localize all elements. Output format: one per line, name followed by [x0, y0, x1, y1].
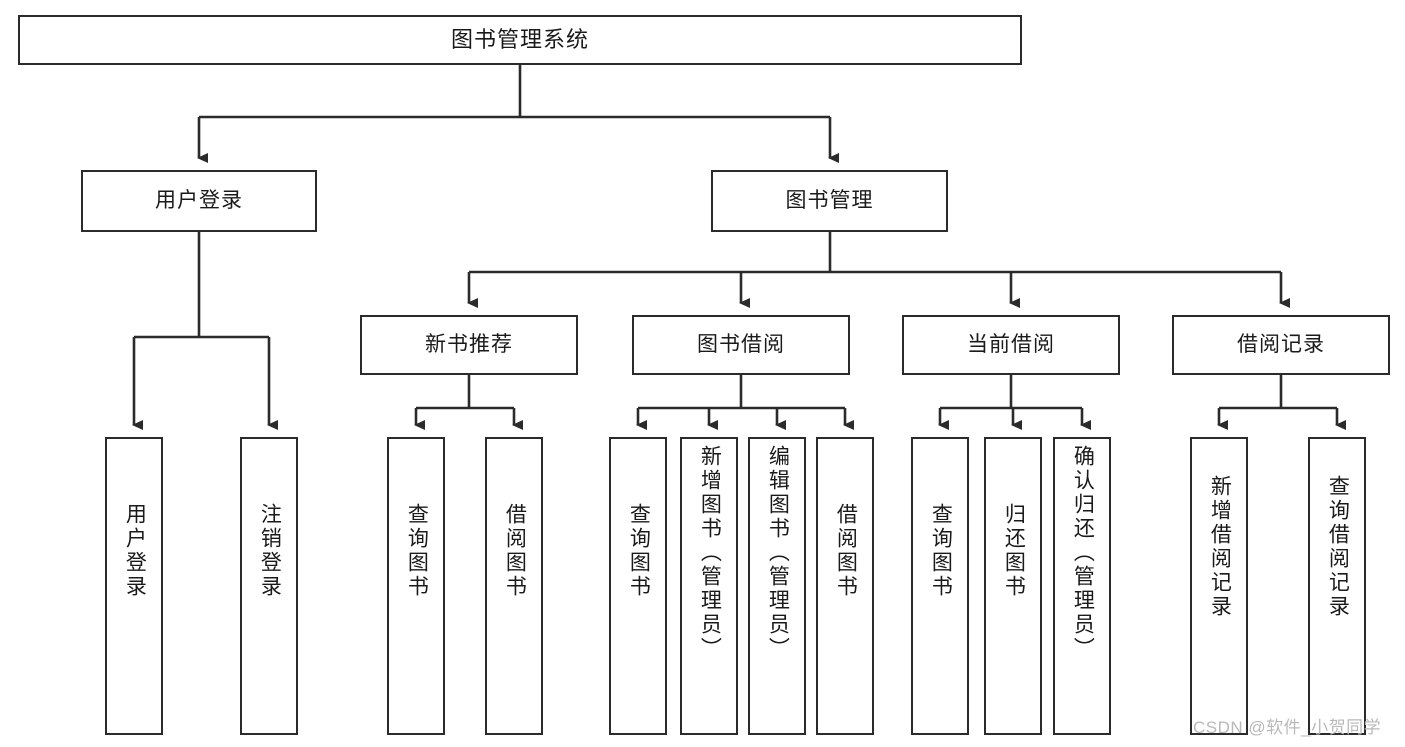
node-leaf-cb-confirm-label: 确认归还（管理员） — [1071, 445, 1095, 661]
node-leaf-rec-query[interactable]: 查询图书 — [387, 437, 445, 735]
node-leaf-user-login-label: 用户登录 — [123, 503, 147, 599]
node-current-borrow-label: 当前借阅 — [967, 333, 1055, 357]
node-leaf-bb-add-label: 新增图书（管理员） — [698, 445, 722, 661]
node-current-borrow[interactable]: 当前借阅 — [902, 315, 1120, 375]
node-leaf-cb-query[interactable]: 查询图书 — [911, 437, 969, 735]
node-leaf-user-logout-label: 注销登录 — [258, 503, 282, 599]
node-leaf-bb-borrow[interactable]: 借阅图书 — [816, 437, 874, 735]
node-borrow-record-label: 借阅记录 — [1237, 333, 1325, 357]
node-leaf-rec-borrow-label: 借阅图书 — [503, 503, 527, 599]
node-leaf-cb-query-label: 查询图书 — [929, 503, 953, 599]
node-root[interactable]: 图书管理系统 — [18, 15, 1022, 65]
node-root-label: 图书管理系统 — [450, 26, 589, 52]
node-leaf-bb-add[interactable]: 新增图书（管理员） — [680, 437, 738, 735]
node-leaf-rec-query-label: 查询图书 — [405, 503, 429, 599]
node-book-manage-label: 图书管理 — [785, 189, 874, 213]
node-leaf-bb-edit[interactable]: 编辑图书（管理员） — [748, 437, 806, 735]
node-new-book-rec-label: 新书推荐 — [425, 333, 513, 357]
node-leaf-br-add-label: 新增借阅记录 — [1208, 475, 1232, 619]
node-leaf-bb-borrow-label: 借阅图书 — [834, 503, 858, 599]
node-user-login-label: 用户登录 — [155, 189, 243, 213]
node-borrow-record[interactable]: 借阅记录 — [1172, 315, 1390, 375]
node-new-book-rec[interactable]: 新书推荐 — [360, 315, 578, 375]
node-leaf-rec-borrow[interactable]: 借阅图书 — [485, 437, 543, 735]
node-leaf-br-add[interactable]: 新增借阅记录 — [1190, 437, 1248, 735]
csdn-watermark: CSDN @软件_小贺同学 — [1193, 718, 1382, 737]
node-user-login[interactable]: 用户登录 — [81, 170, 317, 232]
node-book-manage[interactable]: 图书管理 — [711, 170, 948, 232]
node-leaf-user-logout[interactable]: 注销登录 — [240, 437, 298, 735]
node-leaf-bb-edit-label: 编辑图书（管理员） — [766, 445, 790, 661]
node-leaf-br-query-label: 查询借阅记录 — [1326, 475, 1350, 619]
node-leaf-user-login[interactable]: 用户登录 — [105, 437, 163, 735]
node-leaf-bb-query[interactable]: 查询图书 — [609, 437, 667, 735]
node-leaf-cb-confirm[interactable]: 确认归还（管理员） — [1053, 437, 1111, 735]
node-leaf-cb-return-label: 归还图书 — [1002, 503, 1026, 599]
node-leaf-bb-query-label: 查询图书 — [627, 503, 651, 599]
node-leaf-cb-return[interactable]: 归还图书 — [984, 437, 1042, 735]
node-book-borrow-label: 图书借阅 — [697, 333, 785, 357]
node-book-borrow[interactable]: 图书借阅 — [632, 315, 850, 375]
node-leaf-br-query[interactable]: 查询借阅记录 — [1308, 437, 1366, 735]
